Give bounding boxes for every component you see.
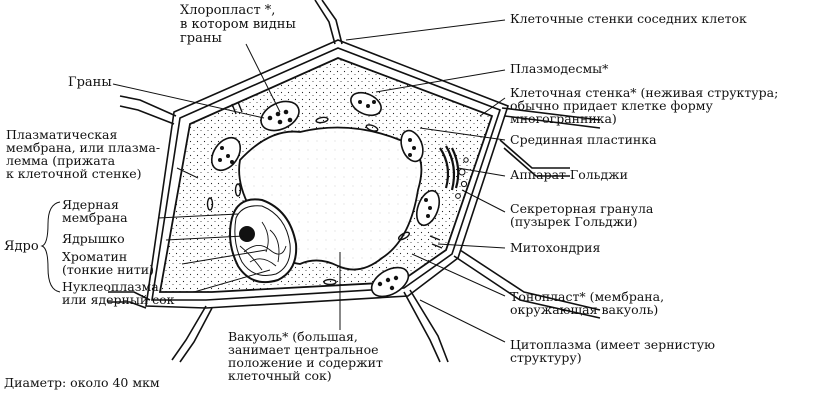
label-grana: Граны xyxy=(68,76,112,90)
label-vacuole: Вакуоль* (большая, занимает центральное … xyxy=(228,330,383,382)
label-nuclear-membrane: Ядерная мембрана xyxy=(62,198,128,224)
label-cell-wall: Клеточная стенка* (неживая структура; об… xyxy=(510,86,778,125)
label-golgi: Аппарат Гольджи xyxy=(510,168,628,181)
label-nucleus: Ядро xyxy=(4,240,39,254)
label-secretory-granule: Секреторная гранула (пузырек Гольджи) xyxy=(510,202,653,228)
label-plasma-membrane: Плазматическая мембрана, или плазма- лем… xyxy=(6,128,160,180)
label-chloroplast: Хлоропласт *, в котором видны граны xyxy=(180,4,296,46)
label-nucleolus: Ядрышко xyxy=(62,232,125,245)
label-cytoplasm: Цитоплазма (имеет зернистую структуру) xyxy=(510,338,715,364)
label-middle-lamella: Срединная пластинка xyxy=(510,133,657,146)
label-nucleoplasm: Нуклеоплазма, или ядерный сок xyxy=(62,280,174,306)
label-chromatin: Хроматин (тонкие нити) xyxy=(62,250,154,276)
label-plasmodesmata: Плазмодесмы* xyxy=(510,62,608,75)
label-tonoplast: Тонопласт* (мембрана, окружающая вакуоль… xyxy=(510,290,664,316)
label-neighbor-walls: Клеточные стенки соседних клеток xyxy=(510,12,747,25)
nucleolus xyxy=(239,226,255,242)
label-diameter: Диаметр: около 40 мкм xyxy=(4,376,160,389)
label-mitochondrion: Митохондрия xyxy=(510,241,600,254)
